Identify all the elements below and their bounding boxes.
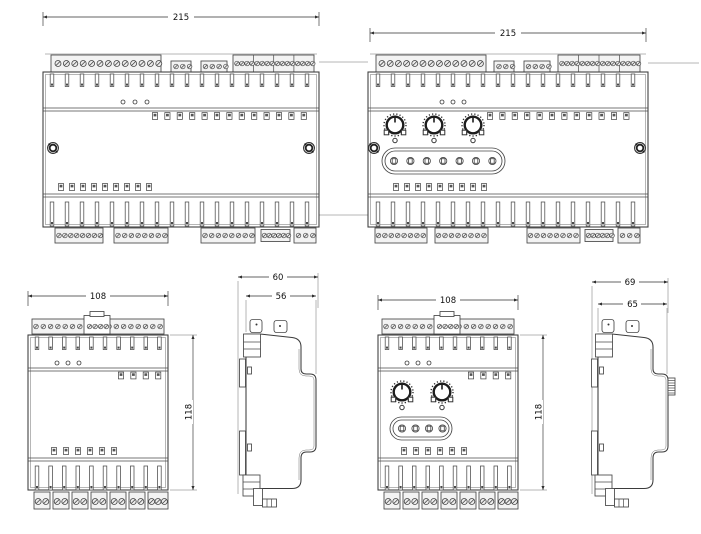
latch-tab-dot [607,323,610,326]
view-front-large-plain: 215 [42,11,320,244]
dimension-width: 108 [27,290,169,306]
mounting-hole [633,141,647,155]
terminal-block [374,227,428,244]
mounting-hole [302,141,316,155]
led-window-panel [389,416,453,441]
release-hook [253,488,277,508]
dimension-width: 108 [377,294,519,310]
terminal-screw-row [173,63,193,70]
slot-row [392,183,488,191]
led-indicator-row [54,360,82,366]
terminal-block [200,227,256,244]
led-window-panel [381,147,506,175]
led-indicator-row [404,360,432,366]
dimension-label: 108 [90,292,106,302]
din-rail-clip [591,430,598,476]
dimension-label: 56 [276,292,287,302]
latch-tab-dot [279,325,281,327]
terminal-screw-row [295,232,316,239]
vent-slot [247,366,252,375]
din-rail-clip [591,358,598,388]
vent-slot [599,443,604,452]
terminal-block-side [243,333,261,358]
led-indicator-row [439,99,467,105]
view-side-profile-small: 60 56 [237,272,319,508]
dimension-width: 215 [369,27,647,42]
terminal-screw-row [148,498,168,505]
dimension-label: 215 [173,13,189,23]
view-front-small-knobs: 108 118 [377,294,547,510]
view-front-large-knobs: 215 [367,27,649,244]
dimension-depth-overall: 60 [237,272,319,494]
device-side-body [597,333,669,490]
slot-row [57,183,153,191]
latch-tab [601,319,615,333]
mounting-hole [367,141,381,155]
vent-slot [247,443,252,452]
dimension-height: 118 [170,334,197,491]
terminal-screw-row [496,63,516,70]
dimension-depth-body: 65 [597,299,668,374]
dimension-label: 118 [534,404,544,420]
device-side-body [245,333,317,490]
dimension-label: 118 [184,404,194,420]
terminal-block-side [595,333,613,358]
vent-slot [599,366,604,375]
latch-tab-dot [631,325,633,327]
latch-tab-dot [255,323,258,326]
terminal-block [434,227,489,244]
din-rail-clip [239,358,246,388]
dimension-width: 215 [42,11,320,26]
din-rail-clip [239,430,246,476]
dimension-label: 215 [500,29,516,39]
view-side-profile-knob: 69 65 [591,277,676,508]
release-hook [605,488,629,508]
dimension-label: 65 [627,300,638,310]
dimension-label: 69 [625,278,636,288]
knob-side-ribbed [667,377,676,396]
terminal-block [526,227,581,244]
view-front-small-plain: 108 118 [27,290,197,510]
terminal-screw-row [619,232,640,239]
terminal-screw-row [498,498,518,505]
dimension-label: 60 [273,273,284,283]
terminal-block [113,227,169,244]
device-body [377,334,519,491]
dimension-label: 108 [440,296,456,306]
device-body [27,334,169,491]
dimension-depth-body: 56 [245,291,317,374]
device-body [42,71,320,228]
dimension-height: 118 [520,334,547,491]
mounting-hole [46,141,60,155]
latch-tab [249,319,263,333]
